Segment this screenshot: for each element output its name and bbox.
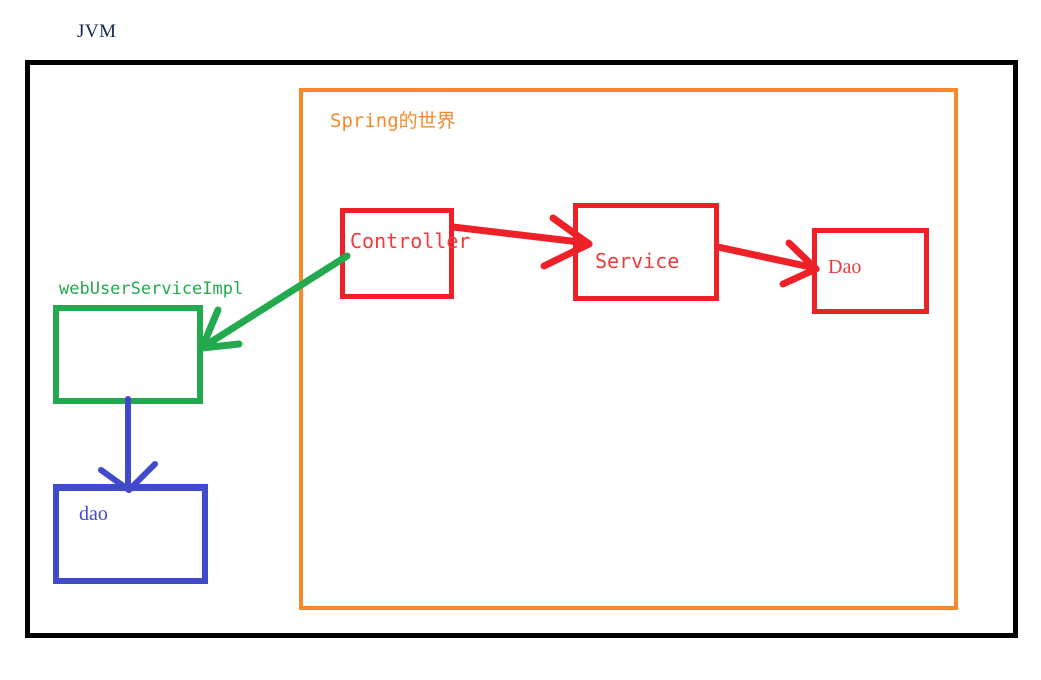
jvm-container-label: JVM (77, 21, 117, 42)
dao-jvm-node-label: dao (79, 503, 108, 525)
web-user-service-impl-node-label: webUserServiceImpl (59, 279, 244, 299)
jvm-container-box (25, 60, 1018, 638)
controller-node-label: Controller (350, 229, 471, 253)
web-user-service-impl-node-box (53, 305, 203, 404)
spring-container-box (299, 88, 958, 610)
spring-container-label: Spring的世界 (330, 110, 456, 132)
dao-spring-node-label: Dao (828, 256, 862, 278)
service-node-label: Service (595, 249, 680, 273)
dao-jvm-node-box (53, 485, 208, 584)
controller-node-box (340, 208, 454, 299)
